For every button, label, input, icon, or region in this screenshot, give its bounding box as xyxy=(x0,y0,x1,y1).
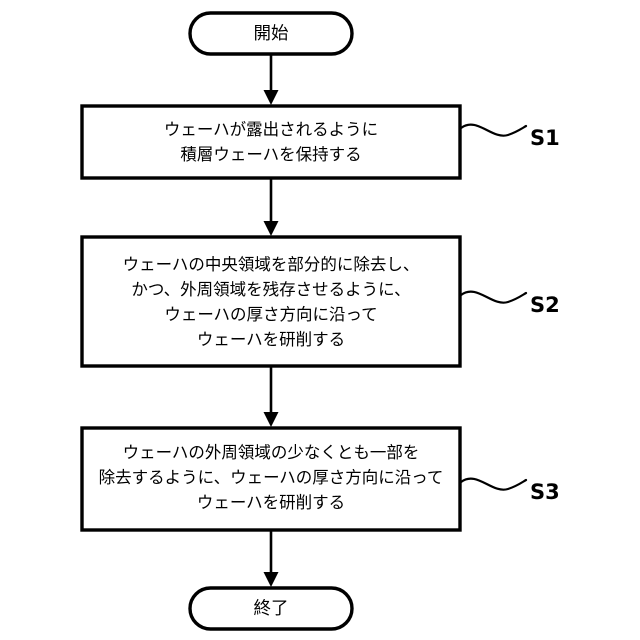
leader-line-s3 xyxy=(459,477,528,491)
arrowhead-step2-to-step3 xyxy=(263,412,279,427)
start-terminator-label: 開始 xyxy=(253,24,289,44)
step-reference-s1: S1 xyxy=(530,126,560,150)
leader-line-s1 xyxy=(459,123,528,137)
step2-process-label: ウェーハの中央領域を部分的に除去し、 かつ、外周領域を残存させるように、 ウェー… xyxy=(122,255,420,349)
step3-process-label: ウェーハの外周領域の少なくとも一部を 除去するように、ウェーハの厚さ方向に沿って… xyxy=(98,443,444,512)
leader-line-s2 xyxy=(459,290,528,304)
step-reference-s3: S3 xyxy=(530,480,560,504)
end-terminator-shape xyxy=(188,586,354,631)
step2-process-shape xyxy=(80,235,462,368)
arrowhead-step1-to-step2 xyxy=(263,221,279,236)
arrowhead-start-to-step1 xyxy=(263,90,279,105)
end-terminator-label: 終了 xyxy=(253,599,289,619)
step1-process-label: ウェーハが露出されるように 積層ウェーハを保持する xyxy=(163,120,379,164)
arrowhead-step3-to-end xyxy=(263,572,279,587)
step1-process-shape xyxy=(80,104,462,180)
step-reference-s2: S2 xyxy=(530,293,560,317)
